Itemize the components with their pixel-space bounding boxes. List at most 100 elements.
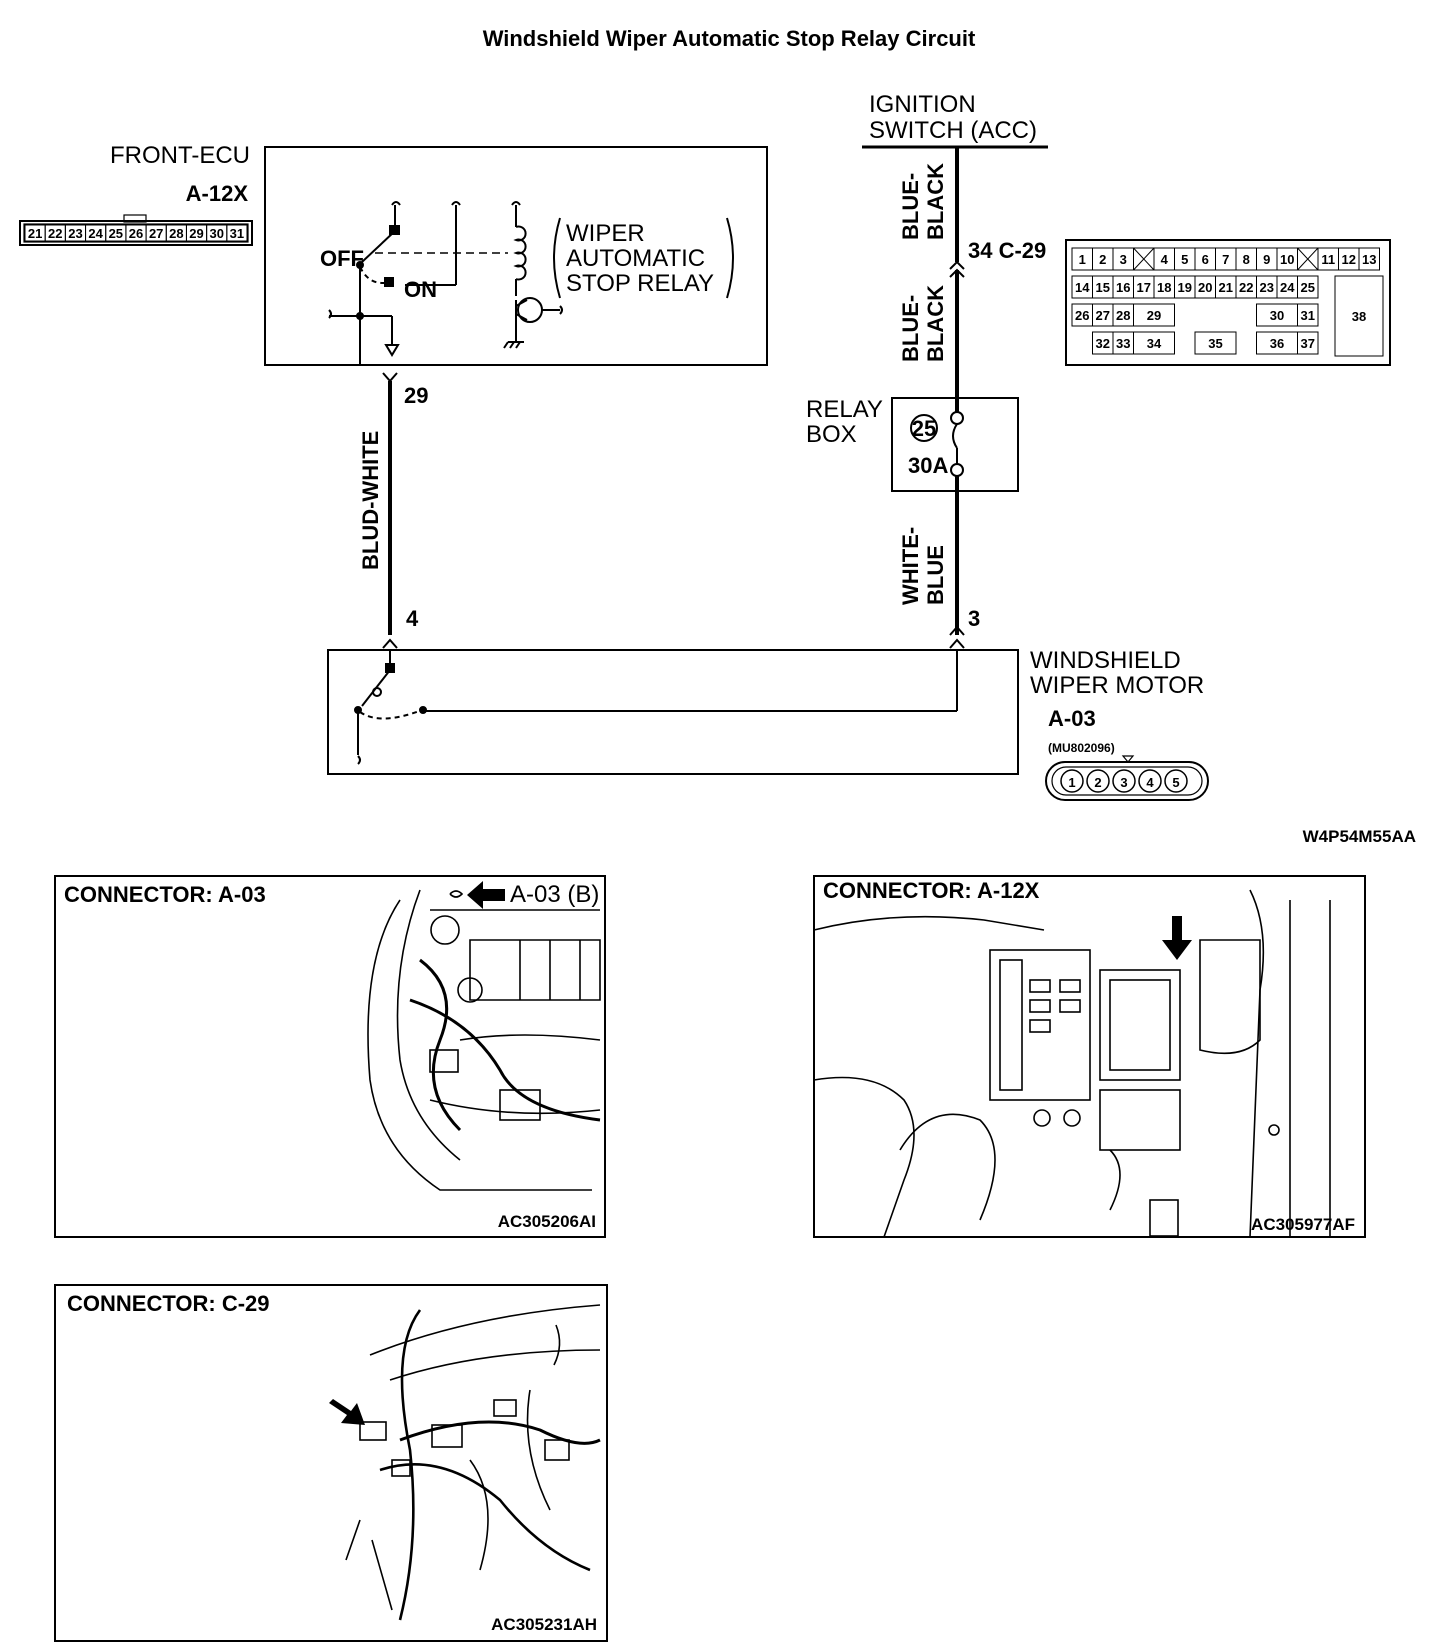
a03-pin-label: 5 — [1172, 775, 1179, 790]
c29-pin-cell — [1297, 303, 1319, 327]
relay-label-line3: STOP RELAY — [566, 270, 714, 297]
a03-pin-label: 4 — [1146, 775, 1154, 790]
c29-pin-label: 38 — [1352, 309, 1366, 324]
c29-pin-label: 31 — [1301, 308, 1315, 323]
c29-pin-label: 32 — [1096, 336, 1110, 351]
c29-pin-label: 14 — [1075, 280, 1090, 295]
c29-pin-cell — [1297, 275, 1319, 299]
panel-c29-title: CONNECTOR: C-29 — [67, 1291, 270, 1316]
ignition-label-line1: IGNITION — [869, 91, 976, 118]
fuse-symbol — [950, 411, 964, 477]
c29-pin-label: 30 — [1270, 308, 1284, 323]
motor-connector-label: A-03 — [1048, 706, 1096, 731]
switch-off-label: OFF — [320, 246, 364, 271]
a12x-pin-cell — [226, 224, 248, 242]
c29-pin-label: 5 — [1181, 252, 1188, 267]
a03-pin-label: 3 — [1120, 775, 1127, 790]
c29-pin-label: 1 — [1079, 252, 1086, 267]
c29-pin-label: 19 — [1178, 280, 1192, 295]
a12x-pin-label: 28 — [169, 226, 183, 241]
c29-pin-label: 6 — [1202, 252, 1209, 267]
motor-pin-3: 3 — [968, 606, 980, 631]
c29-pin-cell — [1358, 247, 1380, 271]
panel-a03-title: CONNECTOR: A-03 — [64, 882, 266, 907]
c29-pin-label: 4 — [1161, 252, 1169, 267]
wire-label-white-blue-a: WHITE- — [898, 527, 923, 605]
panel-a12x — [813, 875, 1366, 1238]
wire-label-blud-white: BLUD-WHITE — [358, 431, 383, 570]
c29-pin-label: 35 — [1208, 336, 1222, 351]
panel-a12x-code: AC305977AF — [1251, 1215, 1355, 1234]
a12x-pin-label: 21 — [28, 226, 42, 241]
a03-pin-circle — [1138, 769, 1162, 793]
ignition-label-line2: SWITCH (ACC) — [869, 117, 1037, 144]
motor-part-number: (MU802096) — [1048, 741, 1115, 755]
c29-pin-label: 20 — [1198, 280, 1212, 295]
a12x-pin-label: 30 — [209, 226, 223, 241]
wire-label-blue-black-1a: BLUE- — [898, 173, 923, 240]
a03-pin-circle — [1112, 769, 1136, 793]
c29-pin-label: 13 — [1362, 252, 1376, 267]
a03-pin-circle — [1086, 769, 1110, 793]
c29-pin-label: 29 — [1147, 308, 1161, 323]
panel-a03-arrow-icon — [467, 881, 505, 909]
c29-pin-label: 12 — [1342, 252, 1356, 267]
c29-pin-label: 34 — [1147, 336, 1162, 351]
a12x-pin-label: 31 — [230, 226, 244, 241]
ecu-internal-switch — [328, 201, 508, 365]
fuse-number-circle — [910, 414, 938, 442]
a12x-pin-label: 25 — [109, 226, 123, 241]
motor-label-line1: WINDSHIELD — [1030, 647, 1181, 674]
a03-pin-label: 2 — [1094, 775, 1101, 790]
c29-pin-label: 21 — [1219, 280, 1233, 295]
c29-pin-label: 37 — [1301, 336, 1315, 351]
panel-a12x-title: CONNECTOR: A-12X — [823, 878, 1040, 903]
dashboard-illustration — [345, 1304, 601, 1621]
c29-pin-label: 28 — [1116, 308, 1130, 323]
a12x-pin-label: 23 — [68, 226, 82, 241]
c29-pin-label: 7 — [1222, 252, 1229, 267]
a12x-pin-label: 24 — [88, 226, 103, 241]
c29-pin-label: 3 — [1120, 252, 1127, 267]
c29-pin-cell — [1133, 331, 1175, 355]
switch-on-label: ON — [404, 277, 437, 302]
front-ecu-label: FRONT-ECU — [110, 142, 250, 169]
figure-code: W4P54M55AA — [1303, 827, 1416, 846]
panel-c29-code: AC305231AH — [491, 1615, 597, 1634]
a03-pin-circle — [1060, 769, 1084, 793]
c29-pin-label: 25 — [1301, 280, 1315, 295]
c29-pin-cell — [1133, 303, 1175, 327]
c29-pin-label: 26 — [1075, 308, 1089, 323]
a12x-pin-label: 26 — [129, 226, 143, 241]
wire-blue-white — [382, 372, 398, 649]
c29-pin-label: 27 — [1096, 308, 1110, 323]
c29-pin-label: 10 — [1280, 252, 1294, 267]
c29-pin-label: 36 — [1270, 336, 1284, 351]
motor-label-line2: WIPER MOTOR — [1030, 672, 1204, 699]
panel-a03 — [54, 875, 606, 1238]
c29-pin-label: 18 — [1157, 280, 1171, 295]
c29-pin-label: 11 — [1321, 252, 1335, 267]
ecu-pin-29: 29 — [404, 383, 428, 408]
motor-pin-4: 4 — [406, 606, 419, 631]
c29-pin-label: 8 — [1243, 252, 1250, 267]
c29-pin-cell — [1297, 331, 1319, 355]
front-ecu-connector-label: A-12X — [186, 181, 249, 206]
a03-pin-circle — [1164, 769, 1188, 793]
a12x-pin-label: 22 — [48, 226, 62, 241]
wire-label-blue-black-2a: BLUE- — [898, 295, 923, 362]
fuse-box-illustration — [813, 889, 1331, 1238]
fuse-number: 25 — [912, 416, 936, 441]
panel-a03-callout: A-03 (B) — [510, 881, 599, 908]
fuse-rating: 30A — [908, 453, 948, 478]
c29-pin-label: 16 — [1116, 280, 1130, 295]
c29-pin-label: 33 — [1116, 336, 1130, 351]
panel-a03-code: AC305206AI — [498, 1212, 596, 1231]
a12x-pin-label: 27 — [149, 226, 163, 241]
panel-a12x-arrow-icon — [1162, 916, 1192, 960]
relay-label-line1: WIPER — [566, 220, 645, 247]
c29-pin-label: 24 — [1280, 280, 1295, 295]
c29-blank-mark — [1133, 247, 1155, 271]
